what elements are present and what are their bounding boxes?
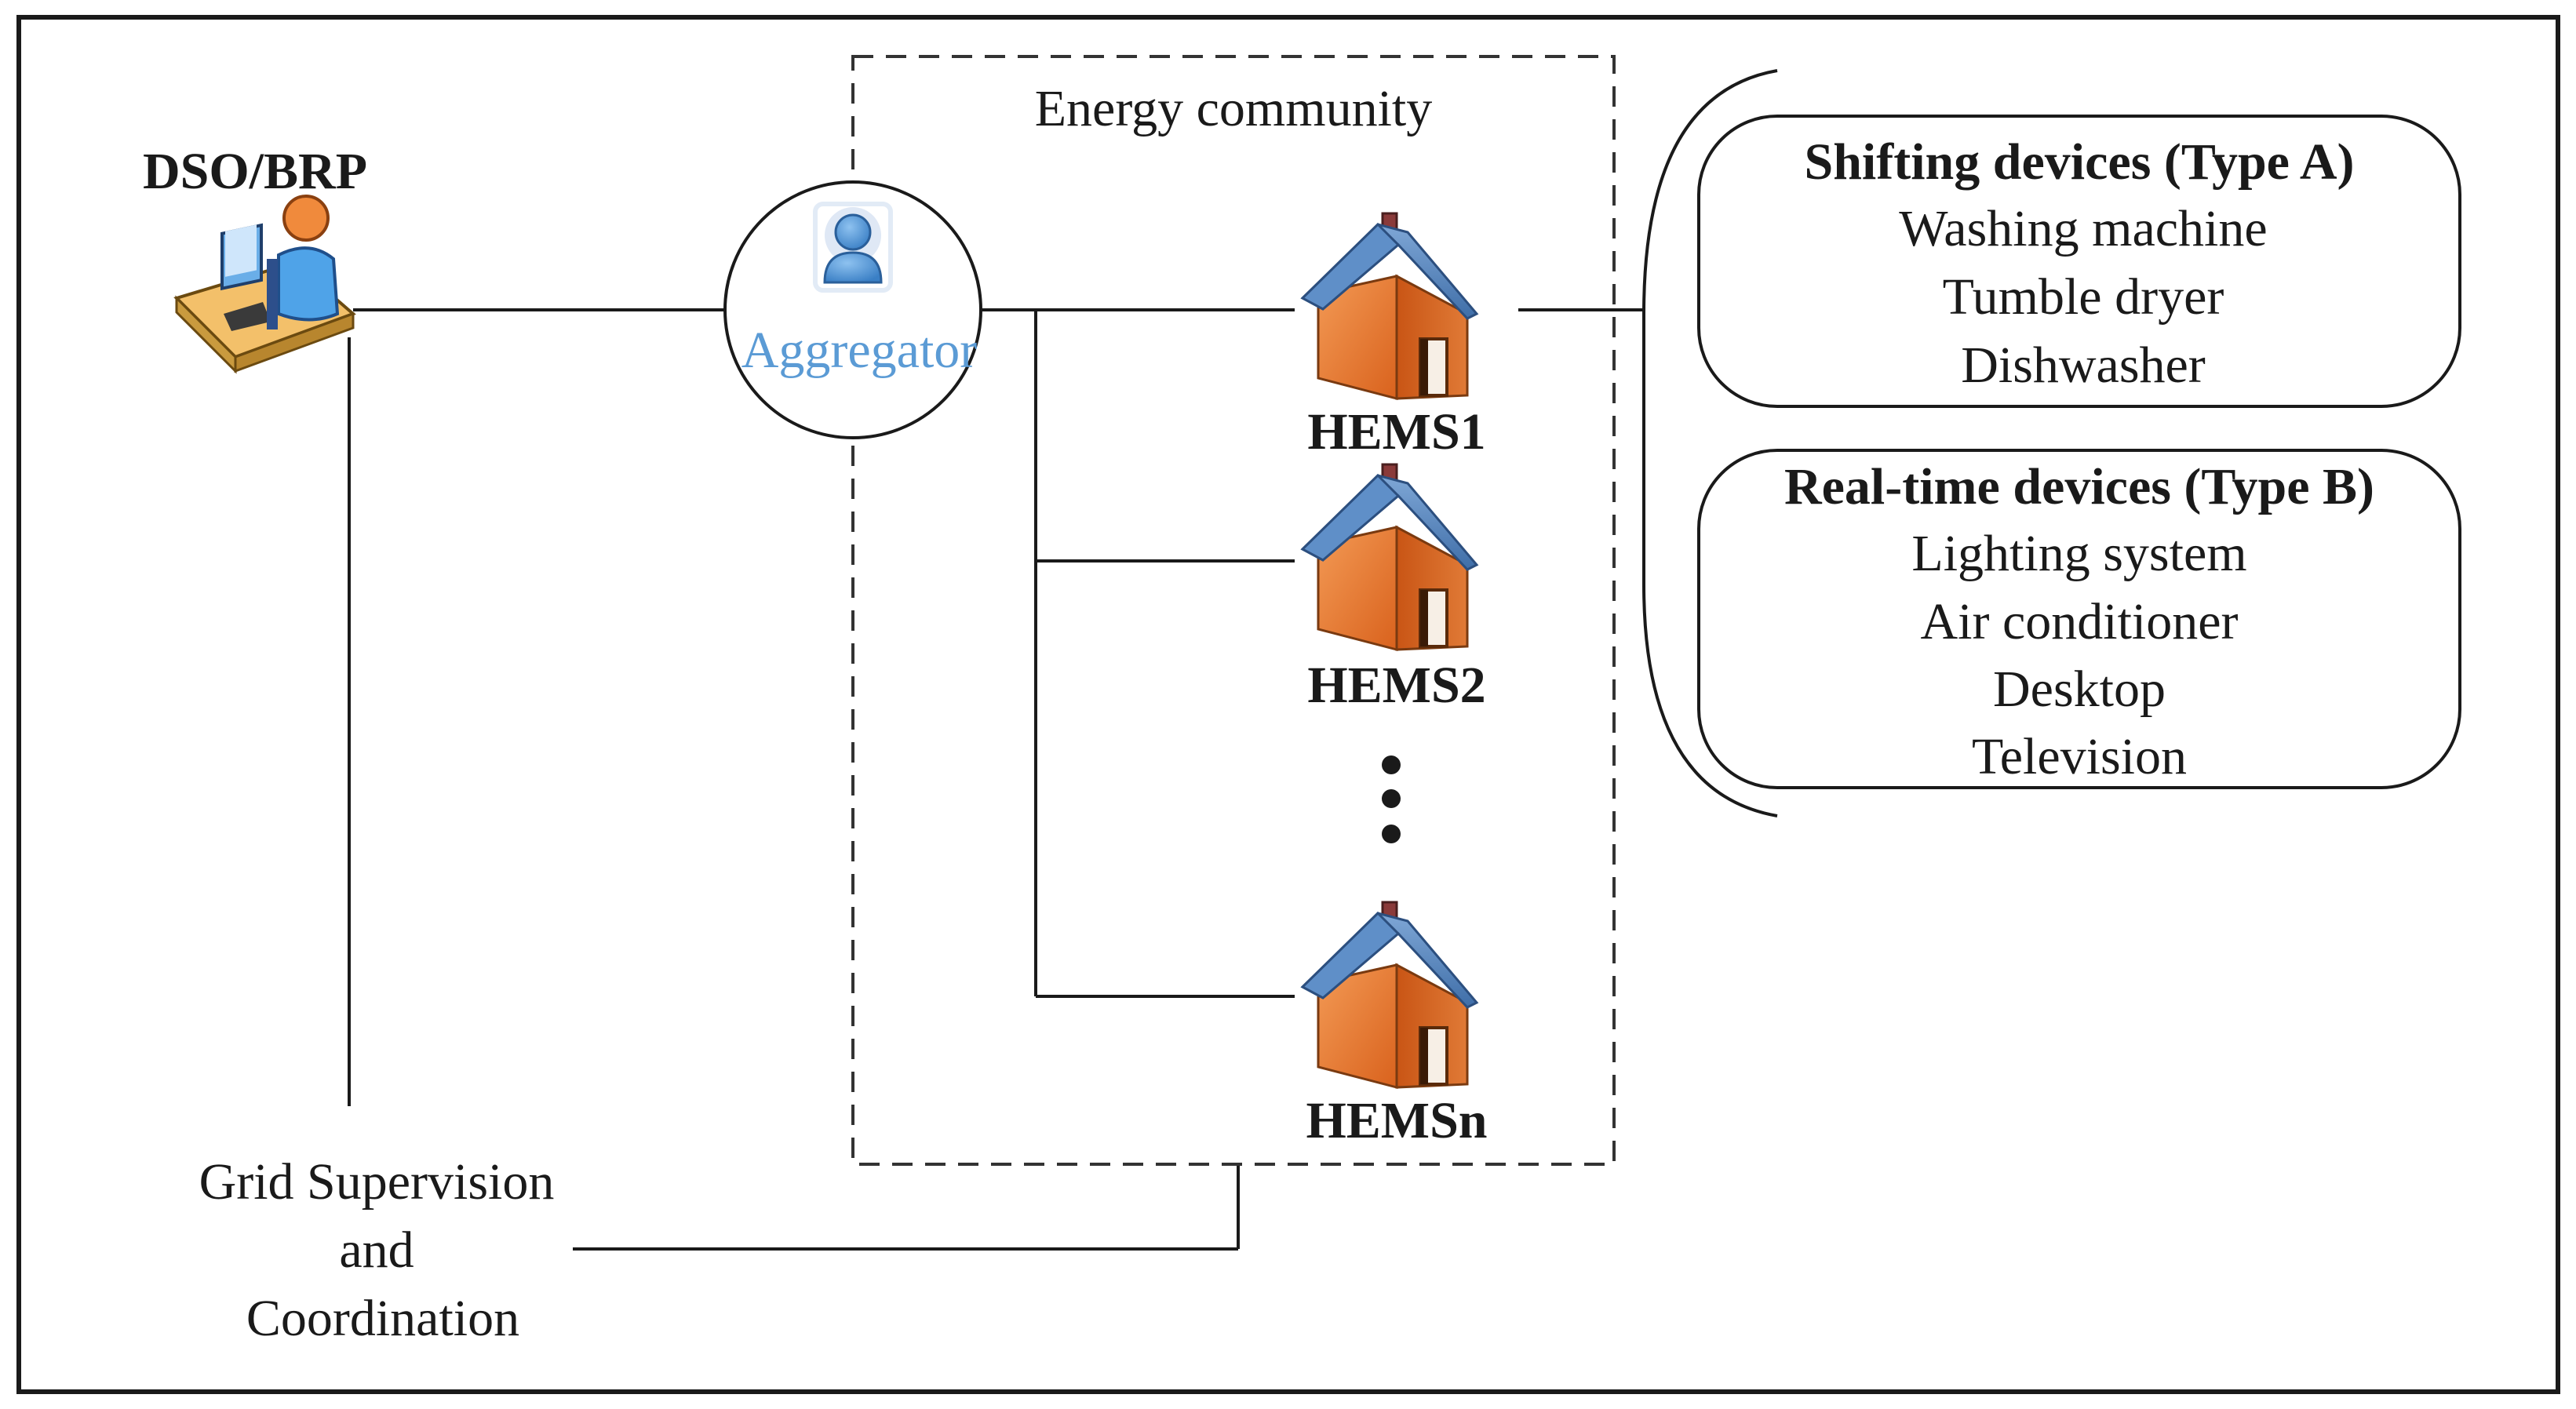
type-b-item: Air conditioner: [1920, 593, 2238, 650]
hems1-label: HEMS1: [1307, 403, 1485, 461]
type-b-item: Television: [1972, 728, 2187, 785]
coordination-line2: and: [339, 1221, 414, 1279]
operator-at-desk-icon: [173, 195, 356, 374]
connector-lines: [348, 69, 1778, 1251]
type-a-item: Washing machine: [1899, 200, 2267, 257]
ellipsis-dots: [1382, 755, 1401, 843]
hemsn-label: HEMSn: [1306, 1092, 1487, 1149]
outer-frame: [16, 15, 2560, 1394]
energy-community-box: [851, 55, 1616, 1166]
type-a-item: Tumble dryer: [1943, 268, 2224, 326]
aggregator-node: [723, 180, 982, 439]
device-group-type-b: [1697, 449, 2461, 789]
type-a-item: Dishwasher: [1961, 337, 2206, 394]
energy-community-label: Energy community: [1035, 80, 1433, 137]
dso-brp-label: DSO/BRP: [143, 143, 367, 200]
coordination-line3: Coordination: [246, 1290, 519, 1347]
house-icon-hems1: [1301, 212, 1478, 400]
type-b-title: Real-time devices (Type B): [1784, 458, 2374, 515]
type-b-item: Lighting system: [1911, 525, 2246, 582]
type-b-item: Desktop: [1993, 661, 2166, 718]
aggregator-label: Aggregator: [741, 322, 978, 379]
house-icon-hemsn: [1301, 901, 1478, 1089]
person-icon: [813, 202, 893, 293]
house-icon-hems2: [1301, 463, 1478, 651]
hems2-label: HEMS2: [1307, 657, 1485, 714]
coordination-line1: Grid Supervision: [199, 1153, 555, 1211]
device-group-type-a: [1697, 115, 2461, 408]
type-a-title: Shifting devices (Type A): [1805, 133, 2355, 191]
